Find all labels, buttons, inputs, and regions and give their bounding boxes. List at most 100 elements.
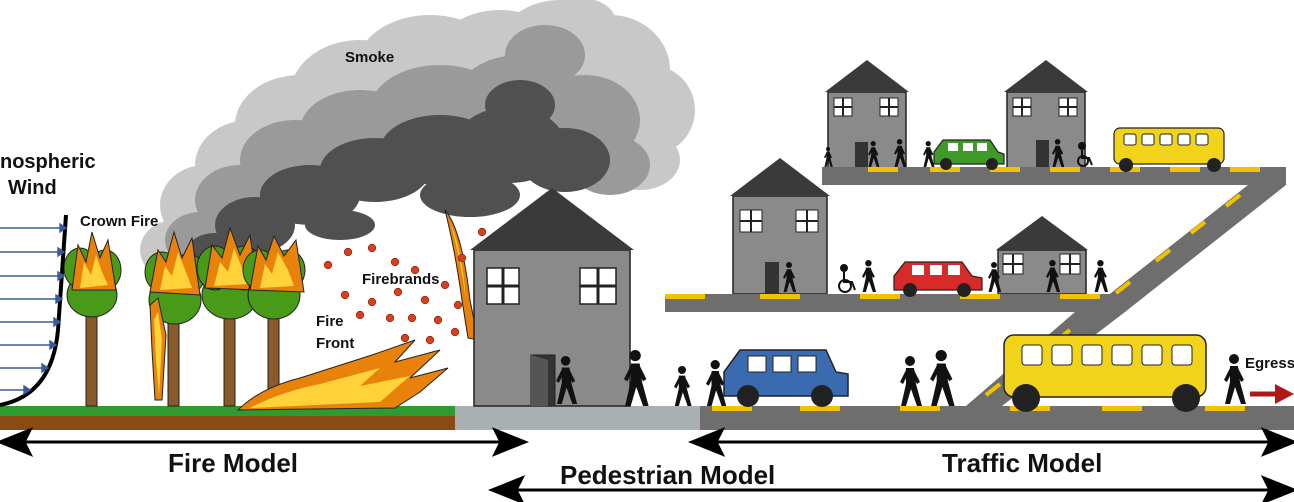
firebrand xyxy=(355,310,365,320)
lane-mark xyxy=(1224,193,1242,208)
wind-arrows xyxy=(0,222,68,396)
firebrand xyxy=(407,313,417,323)
pedestrian xyxy=(930,350,955,406)
pedestrian xyxy=(1052,139,1065,167)
traffic-model-label: Traffic Model xyxy=(942,448,1102,478)
lane-mark xyxy=(1154,248,1172,263)
pedestrian xyxy=(674,366,692,406)
firebrand xyxy=(343,247,353,257)
firebrand xyxy=(323,260,333,270)
pedestrian xyxy=(706,360,727,406)
fire-front-label-line2: Front xyxy=(316,335,354,352)
crown-fire-label: Crown Fire xyxy=(80,213,158,230)
smoke-label: Smoke xyxy=(345,49,394,66)
firebrand xyxy=(367,243,377,253)
wind-profile xyxy=(0,214,68,407)
smoke-plume xyxy=(140,0,695,280)
pedestrian xyxy=(900,356,922,406)
lane-mark xyxy=(800,406,840,411)
smoke-dark xyxy=(185,80,610,277)
lane-mark xyxy=(990,167,1020,172)
car-red xyxy=(893,261,983,297)
firebrands-label: Firebrands xyxy=(362,271,440,288)
pedestrian xyxy=(988,262,1002,292)
pedestrian xyxy=(1046,260,1061,292)
text-labels: nospheric Wind Crown Fire Smoke Firebran… xyxy=(0,49,1294,490)
lane-mark xyxy=(1060,294,1100,299)
pedestrian xyxy=(1224,354,1246,404)
firebrand xyxy=(433,315,443,325)
firebrand xyxy=(457,253,467,263)
firebrand xyxy=(367,297,377,307)
pedestrian-model-label: Pedestrian Model xyxy=(560,460,775,490)
lane-mark xyxy=(712,406,752,411)
pedestrian xyxy=(862,260,877,292)
trees xyxy=(63,226,306,407)
lane-mark xyxy=(860,294,900,299)
ground xyxy=(0,406,1294,430)
firebrand xyxy=(440,280,450,290)
fire-front-label-line1: Fire xyxy=(316,313,344,330)
house xyxy=(825,60,909,169)
traffic-model-span xyxy=(687,427,1294,457)
firebrand xyxy=(400,333,410,343)
firebrand xyxy=(453,300,463,310)
grass-strip xyxy=(0,406,455,416)
firebrands xyxy=(323,227,487,345)
lane-mark xyxy=(1230,167,1260,172)
pedestrian xyxy=(783,262,797,292)
wind-label-line2: Wind xyxy=(8,177,57,199)
houses xyxy=(470,60,1088,407)
car-green xyxy=(933,139,1005,170)
sidewalk-strip xyxy=(455,406,700,430)
pedestrian xyxy=(868,141,880,167)
car-blue xyxy=(723,349,849,407)
lane-mark xyxy=(984,382,1002,397)
pedestrian xyxy=(556,356,578,404)
wheelchair-user xyxy=(838,264,856,293)
pedestrian xyxy=(1094,260,1109,292)
tree xyxy=(63,231,122,407)
lane-mark xyxy=(1189,220,1207,235)
pedestrian xyxy=(894,139,907,167)
tree xyxy=(242,234,306,407)
lane-mark xyxy=(760,294,800,299)
lane-mark xyxy=(1170,167,1200,172)
lane-mark xyxy=(665,294,705,299)
firebrand xyxy=(425,335,435,345)
lane-mark xyxy=(1102,406,1142,411)
egress-label: Egress xyxy=(1245,355,1294,372)
egress-arrow xyxy=(1250,384,1294,404)
bus-yellow-large xyxy=(1003,334,1207,412)
lane-mark xyxy=(1114,280,1132,295)
fire-front xyxy=(236,339,449,411)
lane-mark xyxy=(960,294,1000,299)
ramp-upper xyxy=(1087,185,1286,312)
house xyxy=(1004,60,1088,169)
model-span-arrows xyxy=(0,427,1294,502)
pedestrian-model-span xyxy=(487,475,1294,502)
main-road xyxy=(700,406,1294,430)
lane-mark xyxy=(1205,406,1245,411)
soil-strip xyxy=(0,416,455,430)
firebrand xyxy=(340,290,350,300)
fire-model-label: Fire Model xyxy=(168,448,298,478)
house xyxy=(730,158,830,295)
tree xyxy=(144,230,206,407)
firebrand xyxy=(410,265,420,275)
firebrand xyxy=(385,313,395,323)
firebrand xyxy=(390,257,400,267)
firebrand xyxy=(450,327,460,337)
wheelchair-users xyxy=(838,142,1093,293)
lane-mark xyxy=(868,167,898,172)
bus-yellow-small xyxy=(1113,127,1225,172)
firebrand xyxy=(477,227,487,237)
window xyxy=(579,267,617,305)
wheelchair-user xyxy=(1077,142,1093,167)
house xyxy=(470,188,634,407)
pedestrian xyxy=(923,141,935,167)
firebrand xyxy=(420,295,430,305)
window xyxy=(486,267,520,305)
fire-model-span xyxy=(0,427,530,457)
